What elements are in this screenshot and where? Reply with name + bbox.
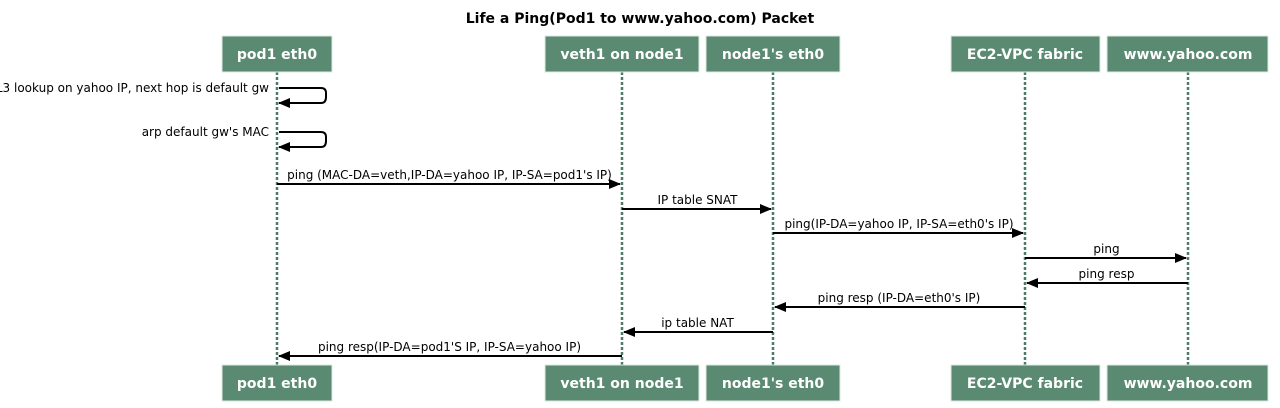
message-label: ping (MAC-DA=veth,IP-DA=yahoo IP, IP-SA=… [287,168,612,182]
participant-label: www.yahoo.com [1124,376,1253,392]
message-label: ip table NAT [661,316,734,330]
participant-label: veth1 on node1 [560,47,683,63]
message-1: L3 lookup on yahoo IP, next hop is defau… [0,81,327,108]
participant-box [221,35,333,73]
participant-veth1-top: veth1 on node1 [544,35,700,73]
message-label: ping resp(IP-DA=pod1'S IP, IP-SA=yahoo I… [318,340,581,354]
message-label: L3 lookup on yahoo IP, next hop is defau… [0,81,269,95]
message-label: ping(IP-DA=yahoo IP, IP-SA=eth0's IP) [784,217,1013,231]
participant-veth1-bottom: veth1 on node1 [544,364,700,402]
participant-box [1106,35,1269,73]
message-8: ping resp (IP-DA=eth0's IP) [774,291,1025,312]
message-9: ip table NAT [623,316,773,337]
self-arrow [278,131,327,152]
message-5: ping(IP-DA=yahoo IP, IP-SA=eth0's IP) [773,217,1024,238]
message-7: ping resp [1026,267,1188,288]
message-10: ping resp(IP-DA=pod1'S IP, IP-SA=yahoo I… [278,340,622,361]
message-label: ping resp (IP-DA=eth0's IP) [818,291,981,305]
messages: L3 lookup on yahoo IP, next hop is defau… [0,81,1188,361]
participant-label: EC2-VPC fabric [967,47,1083,63]
participant-label: node1's eth0 [722,376,824,392]
participant-pod1-bottom: pod1 eth0 [221,364,333,402]
message-label: arp default gw's MAC [142,125,269,139]
message-label: ping resp [1079,267,1135,281]
participant-label: pod1 eth0 [237,47,317,63]
participant-box [705,35,841,73]
participant-node1-bottom: node1's eth0 [705,364,841,402]
lifelines [275,72,1190,365]
message-4: IP table SNAT [622,193,772,214]
participant-label: pod1 eth0 [237,376,317,392]
participant-box [1106,364,1269,402]
participant-ec2-top: EC2-VPC fabric [950,35,1101,73]
participant-label: www.yahoo.com [1124,47,1253,63]
participant-box [544,364,700,402]
diagram-title: Life a Ping(Pod1 to www.yahoo.com) Packe… [466,11,815,27]
message-2: arp default gw's MAC [142,125,327,152]
participant-pod1-top: pod1 eth0 [221,35,333,73]
participant-ec2-bottom: EC2-VPC fabric [950,364,1101,402]
message-label: IP table SNAT [658,193,739,207]
message-6: ping [1025,242,1187,263]
participant-box [950,35,1101,73]
message-3: ping (MAC-DA=veth,IP-DA=yahoo IP, IP-SA=… [277,168,621,189]
participant-label: veth1 on node1 [560,376,683,392]
participant-box [705,364,841,402]
participants: pod1 eth0 pod1 eth0 veth1 on node1 veth1 on… [221,35,1269,402]
participant-yahoo-bottom: www.yahoo.com [1106,364,1269,402]
participant-box [950,364,1101,402]
self-arrow [278,87,327,108]
message-label: ping [1093,242,1119,256]
participant-node1-top: node1's eth0 [705,35,841,73]
participant-box [544,35,700,73]
participant-label: node1's eth0 [722,47,824,63]
participant-yahoo-top: www.yahoo.com [1106,35,1269,73]
participant-label: EC2-VPC fabric [967,376,1083,392]
participant-box [221,364,333,402]
